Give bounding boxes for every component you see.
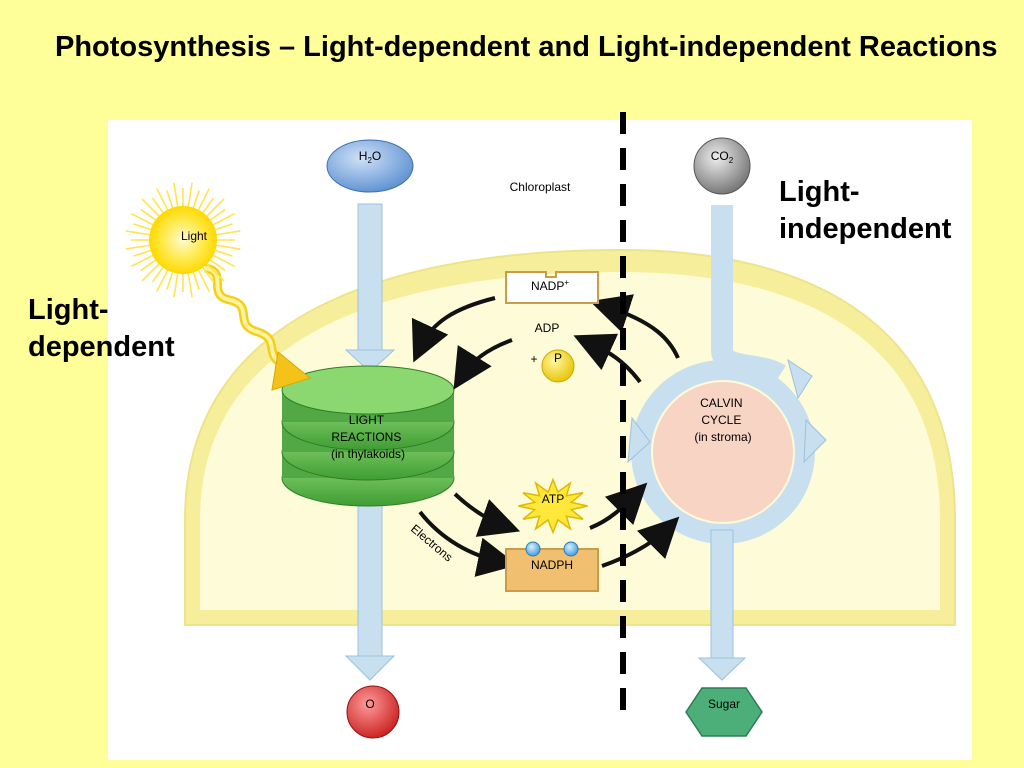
- atp-starburst: [518, 477, 588, 535]
- oxygen-molecule: [346, 685, 400, 739]
- sugar-hexagon: [685, 687, 763, 737]
- oxygen-flow-arrow: [344, 487, 396, 681]
- sugar-label: Sugar: [708, 697, 740, 711]
- co2-flow-arrow: [697, 205, 786, 681]
- nadph-box: [505, 541, 599, 592]
- water-flow-arrow: [344, 203, 396, 373]
- light-reactions-label: LIGHT REACTIONS (in thylakoids): [331, 413, 405, 461]
- atp-label: ATP: [542, 492, 564, 506]
- light-independent-label: Light-independent: [779, 176, 952, 245]
- thylakoid-stack: [281, 365, 455, 507]
- chloroplast-label: Chloroplast: [510, 180, 571, 194]
- light-ray-arrow: [203, 263, 312, 391]
- phosphate-circle: [541, 349, 575, 383]
- nadp-label: NADP+: [531, 278, 569, 293]
- light-dependent-label: Light-dependent: [28, 294, 175, 363]
- nadph-label: NADPH: [531, 558, 573, 572]
- sun-icon: [125, 182, 241, 298]
- co2-label: CO2: [711, 149, 734, 165]
- nadp-box: [505, 271, 599, 304]
- slide-title: Photosynthesis – Light-dependent and Lig…: [55, 31, 998, 63]
- oxygen-label: O: [365, 697, 374, 711]
- co2-molecule: [693, 137, 751, 195]
- plus-sign: +: [530, 352, 537, 366]
- phosphate-label: P: [554, 351, 562, 365]
- light-label: Light: [181, 229, 208, 243]
- calvin-cycle-label: CALVIN CYCLE (in stroma): [694, 396, 751, 444]
- water-molecule: [326, 139, 414, 193]
- h2o-label: H2O: [359, 149, 381, 165]
- adp-label: ADP: [535, 321, 560, 335]
- reaction-arrows: [411, 294, 680, 577]
